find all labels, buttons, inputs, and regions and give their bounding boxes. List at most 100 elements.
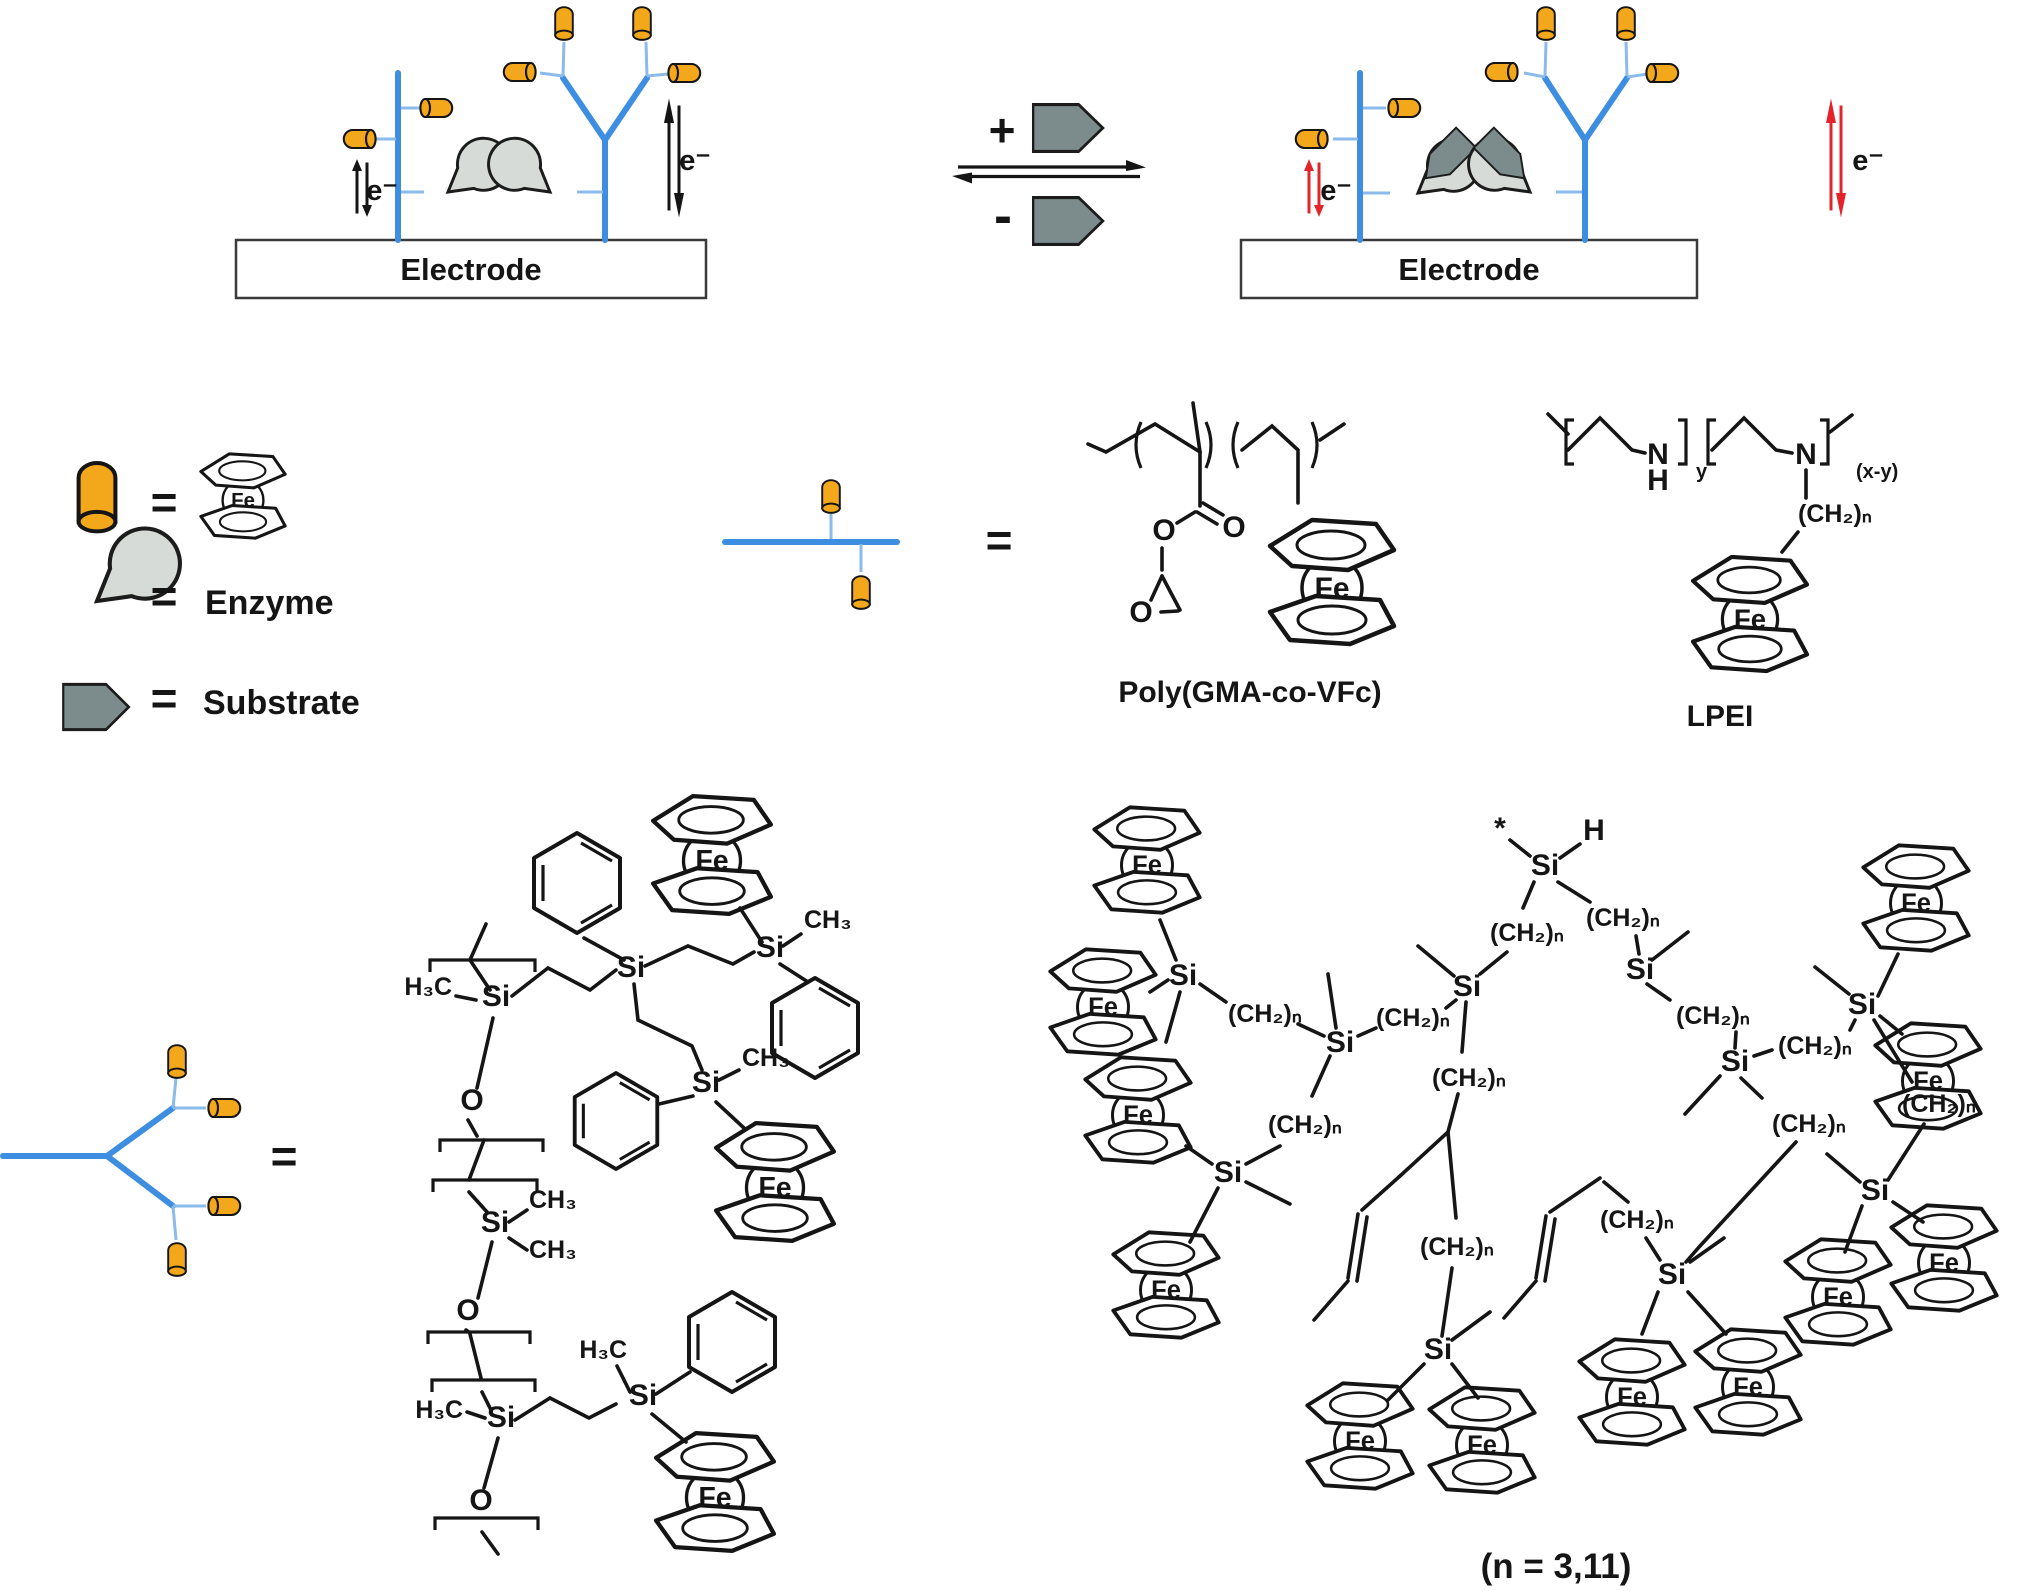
electrode-label: Electrode [400,252,541,287]
enzyme-legend-label: Enzyme [205,584,334,622]
silicon-atom: Si [481,1206,509,1239]
footnote-label: (n = 3,11) [1481,1547,1632,1586]
silicon-atom: Si [629,1379,657,1412]
oxidized-state-scheme: Electrode e⁻ e⁻ [1239,6,1884,300]
silicon-atom: Si [1169,959,1197,992]
silicon-atom: Si [1214,1156,1242,1189]
silicon-atom: Si [487,1401,515,1434]
ferrocene-cylinder-icon [1645,62,1680,84]
methyl-label: H₃C [579,1336,627,1364]
electron-label: e⁻ [679,145,710,177]
hydrogen-atom: H [1583,814,1605,847]
ch2n-linker: (CH₂)ₙ [1676,1002,1750,1030]
ferrocene-cylinder-icon [79,463,116,531]
electrode-box [234,238,708,300]
ch2n-linker: (CH₂)ₙ [1432,1064,1506,1092]
equilibrium: + - [952,103,1146,246]
carbosilane-siloxane-structure: H₃C Si Si Si CH₃ Si CH₃ O Si CH₃ CH₃ O H… [404,796,860,1556]
hyperbranched-polycarbosilane-structure: Si (CH₂)ₙ Si (CH₂)ₙ (CH₂)ₙ Si Si (CH₂)ₙ … [1048,805,1999,1586]
attachment-star: * [1494,812,1506,845]
equals-sign: = [151,476,178,528]
ferrocene-cylinder-icon [167,1242,187,1277]
methyl-label: CH₃ [804,906,852,934]
silicon-atom: Si [1453,970,1481,1003]
ferrocene-cylinder-icon [1536,6,1556,41]
silicon-atom: Si [1326,1026,1354,1059]
silicon-atom: Si [1848,988,1876,1021]
ch2n-linker: (CH₂)ₙ [1376,1004,1450,1032]
ferrocene-cylinder-icon [1484,61,1519,83]
plus-label: + [989,104,1016,156]
ester-oxygen: O [1152,514,1175,547]
ferrocene-cylinder-icon [1294,128,1329,150]
epoxide-oxygen: O [1129,596,1152,629]
ch2n-linker: (CH₂)ₙ [1490,919,1564,947]
reverse-arrowhead [952,172,972,184]
methyl-label: H₃C [415,1396,463,1424]
ferrocene-cylinder-icon [667,62,702,84]
amine-nitrogen: N [1647,438,1669,471]
methyl-label: H₃C [404,973,452,1001]
ferrocene-cylinder-icon [1387,97,1422,119]
substrate-legend-label: Substrate [203,684,360,722]
lpei-title: LPEI [1687,700,1754,733]
ferrocene-cylinder-icon [821,479,841,514]
oxygen-atom: O [456,1294,479,1327]
linear-polymer-mapping: = [722,479,1013,610]
methyl-label: CH₃ [742,1044,790,1072]
methyl-label: CH₃ [529,1186,577,1214]
forward-arrowhead [1126,160,1146,171]
ch2n-linker: (CH₂)ₙ [1228,1000,1302,1028]
equals-sign: = [151,570,178,622]
poly-gma-title: Poly(GMA-co-VFc) [1118,676,1381,709]
electron-label: e⁻ [1320,175,1351,207]
methyl-label: CH₃ [529,1236,577,1264]
ferrocene-cylinder-icon [342,128,377,150]
ch2n-linker: (CH₂)ₙ [1902,1090,1976,1118]
electrode-box [1239,238,1699,300]
oxygen-atom: O [469,1484,492,1517]
ferrocene-cylinder-icon [419,97,454,119]
ch2n-linker: (CH₂)ₙ [1420,1233,1494,1261]
silicon-atom: Si [1721,1045,1749,1078]
amine-hydrogen: H [1647,464,1669,497]
silicon-atom: Si [1861,1174,1889,1207]
silicon-atom: Si [1658,1258,1686,1291]
ch2n-linker: (CH₂)ₙ [1268,1111,1342,1139]
carbonyl-oxygen: O [1222,511,1245,544]
lpei-structure: N H y N (x-y) (CH₂)ₙ LPEI [1546,412,1898,733]
ch2n-linker: (CH₂)ₙ [1772,1110,1846,1138]
ferrocene-cylinder-icon [502,61,537,83]
ferrocene-cylinder-icon [207,1097,242,1119]
ferrocene-cylinder-icon [632,6,652,41]
reduced-state-scheme: Electrode e⁻ e⁻ [234,6,711,300]
ferrocene-cylinder-icon [167,1044,187,1079]
oxygen-atom: O [460,1084,483,1117]
silicon-atom: Si [692,1066,720,1099]
ch2n-linker: (CH₂)ₙ [1600,1206,1674,1234]
legend: = = Enzyme = Substrate [61,452,360,732]
ferrocene-cylinder-icon [207,1195,242,1217]
minus-label: - [994,186,1012,246]
equals-sign: = [986,514,1013,566]
silicon-atom: Si [1531,849,1559,882]
ch2n-linker: (CH₂)ₙ [1798,500,1872,528]
poly-gma-co-vfc-structure: O O O Poly(GMA-co-VFc) [1086,401,1394,709]
repeat-subscript-xy: (x-y) [1856,461,1898,483]
silicon-atom: Si [1626,953,1654,986]
repeat-subscript-y: y [1696,461,1708,483]
ferrocene-cylinder-icon [851,575,871,610]
equals-sign: = [271,1130,298,1182]
silicon-atom: Si [482,980,510,1013]
ferrocene-cylinder-icon [554,6,574,41]
silicon-atom: Si [1424,1333,1452,1366]
equals-sign: = [151,672,178,724]
silicon-atom: Si [617,951,645,984]
ch2n-linker: (CH₂)ₙ [1586,904,1660,932]
branched-polymer-mapping: = [0,1044,298,1277]
tertiary-nitrogen: N [1795,438,1817,471]
ch2n-linker: (CH₂)ₙ [1778,1032,1852,1060]
electron-label: e⁻ [1852,145,1883,177]
